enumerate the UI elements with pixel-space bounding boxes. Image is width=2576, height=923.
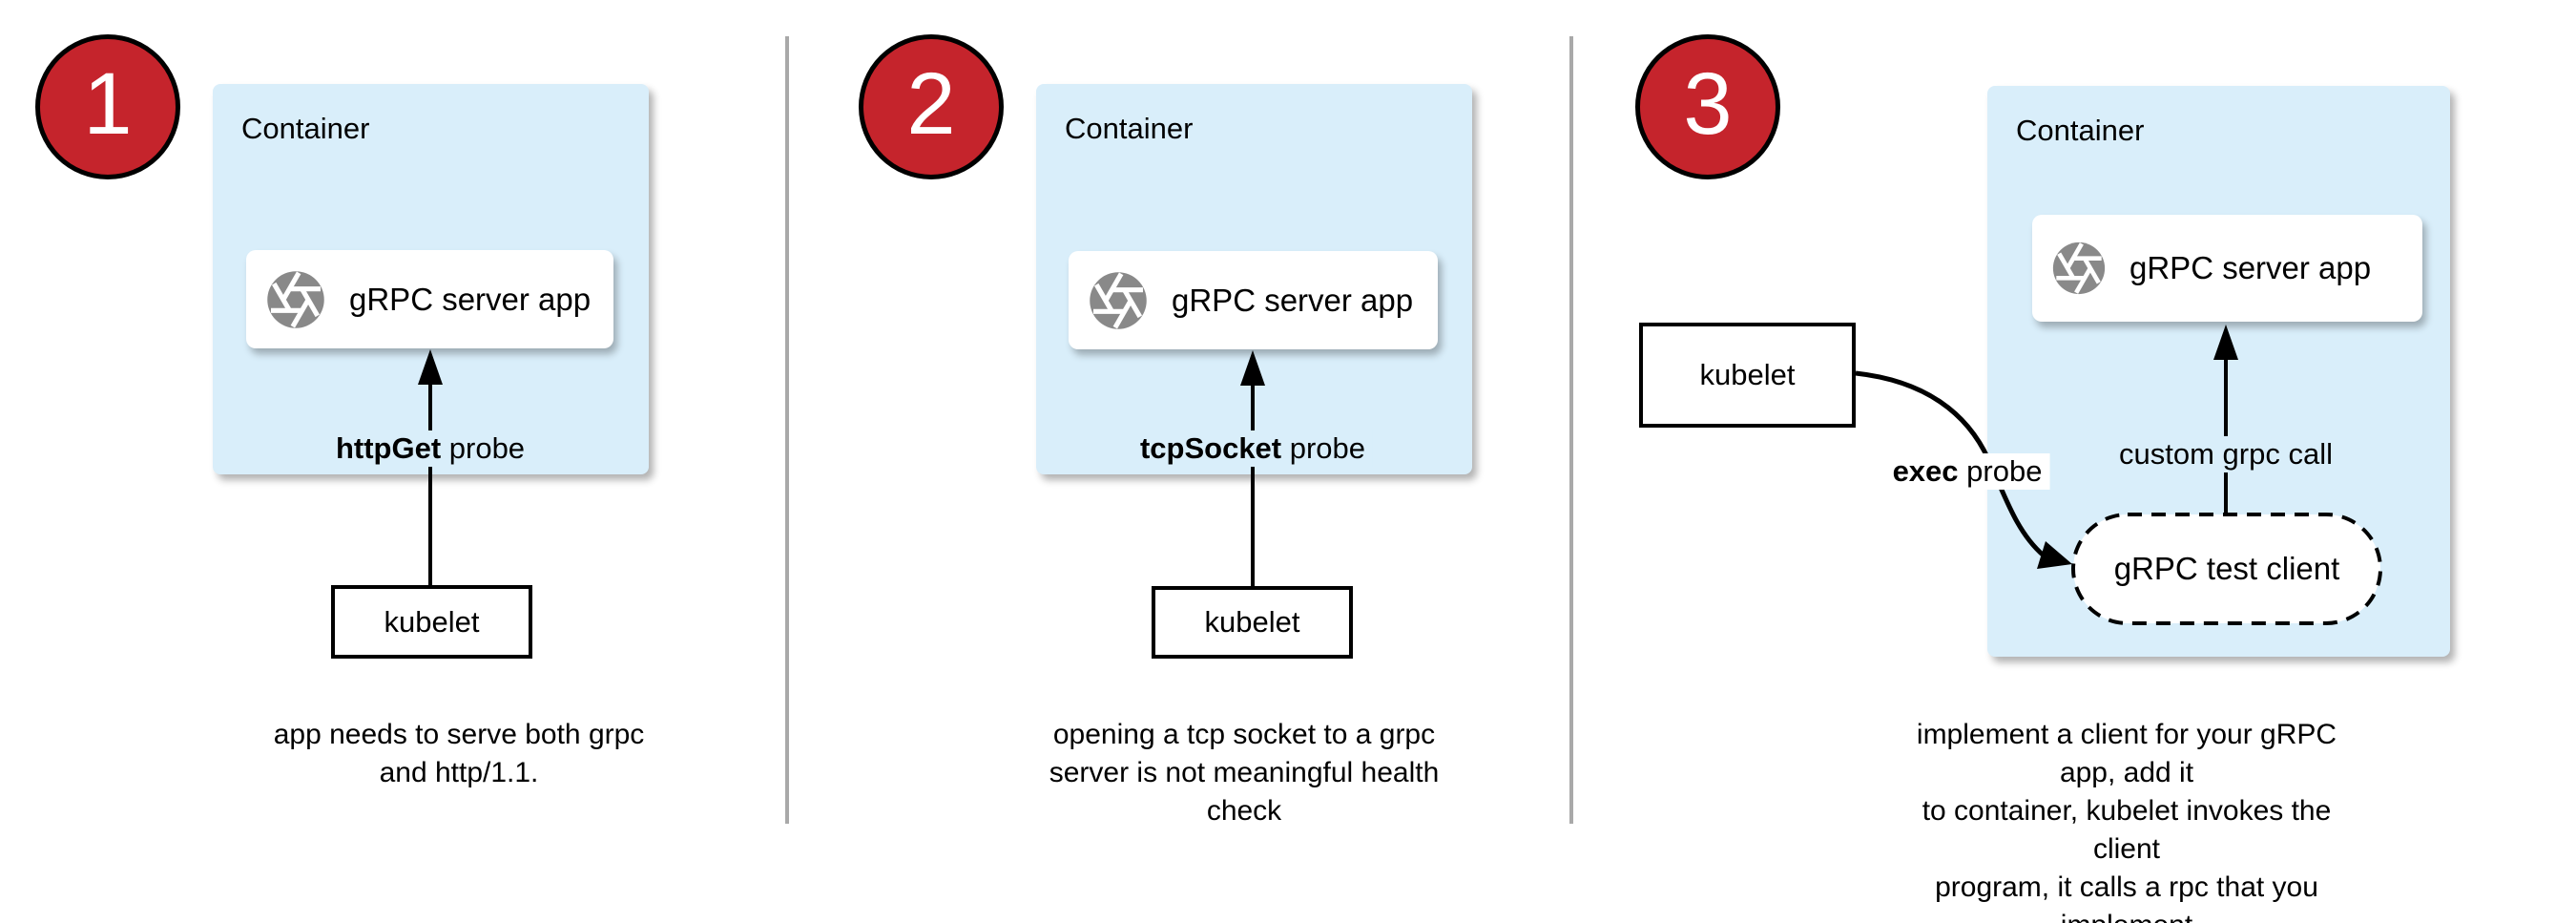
grpc-server-app-label: gRPC server app bbox=[1172, 282, 1414, 318]
caption-panel-2: opening a tcp socket to a grpc server is… bbox=[1049, 719, 1440, 827]
grpc-server-app-label: gRPC server app bbox=[349, 281, 592, 317]
grpc-test-client-label: gRPC test client bbox=[2113, 551, 2340, 586]
kubelet-label: kubelet bbox=[384, 604, 480, 639]
caption-panel-3: implement a client for your gRPC app, ad… bbox=[1916, 719, 2337, 923]
step-number: 1 bbox=[83, 55, 133, 153]
exec-probe-label: exec probe bbox=[1884, 453, 2050, 491]
caption-panel-1: app needs to serve both grpc and http/1.… bbox=[273, 719, 645, 788]
grpc-server-app-label: gRPC server app bbox=[2129, 250, 2372, 285]
kubelet-box-1: kubelet bbox=[331, 585, 532, 659]
kubelet-box-2: kubelet bbox=[1152, 586, 1353, 659]
container-label-3: Container bbox=[2016, 114, 2145, 147]
step-badge-3: 3 bbox=[1635, 34, 1780, 179]
container-label-1: Container bbox=[241, 112, 370, 145]
custom-grpc-call-label: custom grpc call bbox=[2111, 436, 2340, 473]
grpc-server-app-box-3: gRPC server app bbox=[2032, 215, 2422, 322]
step-badge-2: 2 bbox=[859, 34, 1004, 179]
step-number: 2 bbox=[906, 55, 956, 153]
tcpsocket-probe-label: tcpSocket probe bbox=[1132, 430, 1374, 468]
panel-divider-2 bbox=[1569, 36, 1573, 824]
kubelet-label: kubelet bbox=[1699, 358, 1796, 391]
grpc-server-app-box-2: gRPC server app bbox=[1069, 251, 1438, 349]
kubelet-box-3: kubelet bbox=[1639, 323, 1856, 428]
grpc-server-app-box-1: gRPC server app bbox=[246, 250, 613, 348]
aperture-icon bbox=[1090, 271, 1147, 329]
step-badge-1: 1 bbox=[35, 34, 180, 179]
httpget-probe-label: httpGet probe bbox=[327, 430, 533, 468]
step-number: 3 bbox=[1683, 55, 1733, 153]
kubelet-label: kubelet bbox=[1204, 605, 1300, 639]
aperture-icon bbox=[267, 270, 324, 328]
panel-divider-1 bbox=[785, 36, 789, 824]
container-label-2: Container bbox=[1065, 112, 1194, 145]
aperture-icon bbox=[2052, 241, 2106, 295]
